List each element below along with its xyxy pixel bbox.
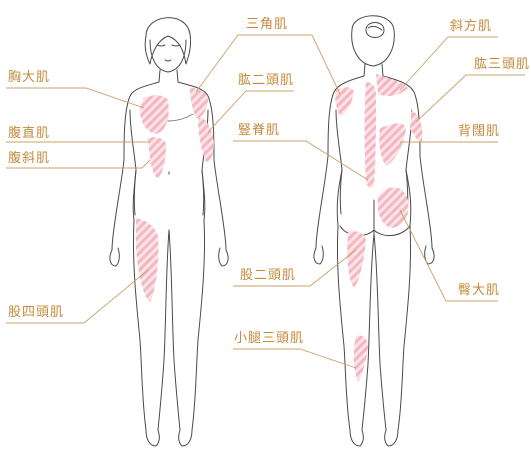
label-lats: 背闊肌	[458, 124, 500, 140]
label-calf: 小腿三頭肌	[234, 331, 304, 347]
leader-calf	[233, 349, 356, 368]
label-rectus-abdominis: 腹直肌	[8, 126, 50, 142]
label-triceps: 肱三頭肌	[474, 57, 530, 73]
muscle-rectus	[148, 137, 166, 178]
label-pectoralis: 胸大肌	[8, 70, 50, 86]
back-figure	[314, 16, 434, 446]
muscle-pectoralis	[140, 95, 169, 134]
front-figure	[110, 18, 228, 446]
muscle-lats	[379, 123, 406, 166]
leader-triceps	[416, 75, 525, 122]
muscle-hamstrings	[347, 231, 366, 288]
muscle-trapezius	[376, 74, 408, 96]
label-hamstrings: 股二頭肌	[240, 268, 296, 284]
muscle-deltoid-back	[335, 87, 354, 116]
muscle-gluteus	[378, 187, 409, 228]
label-trapezius: 斜方肌	[450, 19, 492, 35]
label-erector-spinae: 豎脊肌	[238, 123, 280, 139]
muscle-triceps	[410, 110, 423, 142]
muscle-erector	[365, 82, 377, 188]
leader-pectoralis	[6, 88, 144, 108]
leader-deltoid-back	[294, 35, 340, 94]
front-face	[150, 40, 186, 72]
leader-erector	[233, 141, 368, 180]
muscle-biceps	[198, 116, 214, 162]
label-deltoid: 三角肌	[246, 17, 288, 33]
muscle-calf	[354, 336, 368, 383]
label-obliques: 腹斜肌	[8, 151, 50, 167]
muscle-quadriceps	[136, 218, 159, 302]
back-head	[352, 16, 395, 66]
label-biceps: 肱二頭肌	[238, 73, 294, 89]
label-quadriceps: 股四頭肌	[8, 305, 64, 321]
label-gluteus: 臀大肌	[458, 283, 500, 299]
